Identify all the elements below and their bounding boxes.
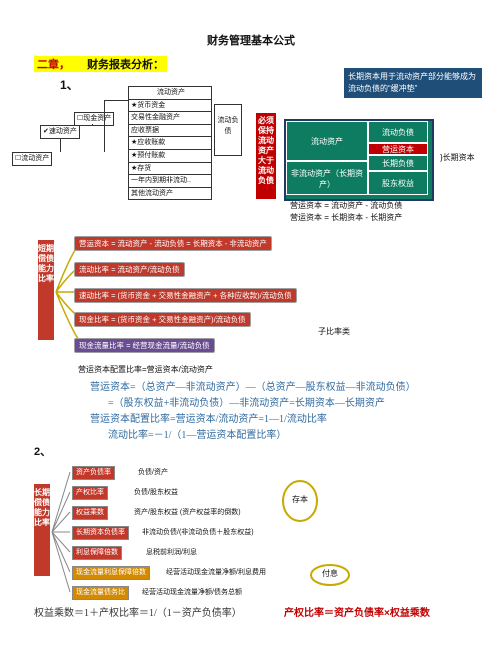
checkbox-icon: ☐ xyxy=(15,155,22,162)
short-term-row: 流动比率 = 流动资产/流动负债 xyxy=(74,262,185,277)
long-term-ratio: 产权比率 xyxy=(72,486,108,500)
tree-right-liability: 流动负债 xyxy=(214,104,242,156)
tag-cunben: 存本 xyxy=(292,495,308,504)
asset-item: 一年内到期非流动.. xyxy=(129,175,211,188)
formula-top-2: 营运资本 = 长期资本 - 长期资产 xyxy=(290,213,403,222)
asset-item: 交易性金融资产 xyxy=(129,112,211,125)
grid-long-term-debt: 长期负债 xyxy=(368,155,428,171)
text-line: =（股东权益+非流动负债）—非流动资产=长期资本—长期资产 xyxy=(108,398,385,409)
tag-fuxi-shape xyxy=(310,564,350,586)
chapter-heading: 二章， 财务报表分析： xyxy=(34,56,168,72)
text-line: 营运资本配置比率=营运资本/流动资产=1—1/流动比率 xyxy=(90,414,327,425)
long-term-desc: 负债/资产 xyxy=(138,469,168,476)
tag-fuxi: 付息 xyxy=(322,569,338,578)
tree-root: ☐流动资产 xyxy=(12,152,53,166)
tree-connector xyxy=(92,124,93,126)
long-term-desc: 经营活动现金流量净额/债务总额 xyxy=(142,589,242,596)
long-term-label: 长期偿债能力比率 xyxy=(34,484,50,576)
must-keep-note: 必须保持流动资产大于流动负债 xyxy=(256,113,276,199)
sub-ratio-note: 子比率类 xyxy=(318,327,350,336)
asset-item: 应收票据 xyxy=(129,125,211,138)
long-term-ratio: 资产负债率 xyxy=(72,466,115,480)
working-capital-config: 营运资本配置比率=营运资本/流动资产 xyxy=(78,365,213,374)
short-term-row: 速动比率 = (货币资金 + 交易性金融资产 + 各种应收款)/流动负债 xyxy=(74,288,297,303)
tag-cunben-shape xyxy=(282,480,318,522)
tree-connector xyxy=(60,138,61,152)
tree-connector xyxy=(104,100,105,152)
tree-connector xyxy=(104,100,128,101)
page-title: 财务管理基本公式 xyxy=(207,35,295,47)
asset-item: ★存货 xyxy=(129,163,211,176)
long-term-desc: 资产/股东权益 (资产权益率的倒数) xyxy=(134,509,241,516)
buffer-note: 长期资本用于流动资产部分能够成为流动负债的“缓冲垫” xyxy=(344,68,482,98)
long-term-capital-label: }长期资本 xyxy=(440,153,475,162)
tree-sub2: ☐现金资产 xyxy=(74,112,115,126)
long-term-ratio: 现金流量债务比 xyxy=(72,586,129,600)
asset-item: 其他流动资产 xyxy=(131,189,173,197)
tree-sub1: ✔速动资产 xyxy=(40,125,80,139)
section-1-label: 1、 xyxy=(60,78,79,92)
long-term-ratio: 长期资本负债率 xyxy=(72,526,129,540)
grid-working-capital: 营运资本 xyxy=(368,143,428,155)
grid-current-assets: 流动资产 xyxy=(286,121,368,161)
asset-item: ★预付账款 xyxy=(129,150,211,163)
bottom-formula-red: 产权比率＝资产负债率×权益乘数 xyxy=(284,608,430,619)
short-term-row: 营运资本 = 流动资产 - 流动负债 = 长期资本 - 非流动资产 xyxy=(74,236,272,251)
long-term-desc: 经营活动现金流量净额/利息费用 xyxy=(166,569,266,576)
short-term-bracket xyxy=(55,241,83,345)
chapter-prefix: 二章， xyxy=(37,59,70,71)
checkbox-icon: ☐ xyxy=(77,115,84,122)
long-term-desc: 息税前利润/利息 xyxy=(146,549,197,556)
asset-category: 流动资产 xyxy=(129,87,211,100)
asset-item-list: 流动资产 ★货币资金 交易性金融资产 应收票据 ★应收账款 ★预付账款 ★存货 … xyxy=(128,86,212,201)
short-term-row: 现金流量比率 = 经营现金流量/流动负债 xyxy=(74,338,215,353)
grid-equity: 股东权益 xyxy=(368,171,428,195)
long-term-ratio: 权益乘数 xyxy=(72,506,108,520)
balance-grid: 流动资产 流动负债 营运资本 非流动资产（长期资产） 长期负债 股东权益 xyxy=(284,119,434,201)
long-term-ratio: 利息保障倍数 xyxy=(72,546,122,560)
chapter-label: 财务报表分析： xyxy=(87,59,165,71)
brace-icon: } xyxy=(440,153,443,162)
asset-item: ★货币资金 xyxy=(129,100,211,113)
text-line: 营运资本=（总资产—非流动资产）—（总资产—股东权益—非流动负债） xyxy=(90,382,416,393)
bottom-formula: 权益乘数＝1＋产权比率＝1/（1－资产负债率） xyxy=(34,608,242,619)
short-term-row: 现金比率 = (货币资金 + 交易性金融资产)/流动负债 xyxy=(74,312,251,327)
grid-current-liabilities: 流动负债 xyxy=(368,121,428,143)
formula-top-1: 营运资本 = 流动资产 - 流动负债 xyxy=(290,201,403,210)
long-term-bracket xyxy=(51,471,71,593)
grid-noncurrent-assets: 非流动资产（长期资产） xyxy=(286,161,368,195)
section-2-label: 2、 xyxy=(34,446,52,458)
long-term-desc: 非流动负债/(非流动负债＋股东权益) xyxy=(142,529,254,536)
long-term-ratio: 现金流量利息保障倍数 xyxy=(72,566,150,580)
check-icon: ✔ xyxy=(43,128,49,135)
text-line: 流动比率=－1/（1—营运资本配置比率） xyxy=(108,430,287,441)
short-term-label: 短期偿债能力比率 xyxy=(38,240,54,340)
long-term-desc: 负债/股东权益 xyxy=(134,489,178,496)
asset-item: ★应收账款 xyxy=(129,137,211,150)
